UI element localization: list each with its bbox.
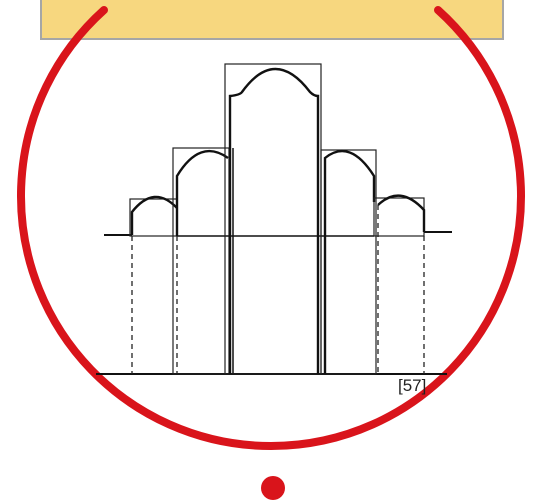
arch-right xyxy=(320,149,377,375)
arch-left xyxy=(172,147,234,375)
arch-far-right xyxy=(373,194,426,374)
spring-line xyxy=(104,231,452,237)
red-dot-icon[interactable] xyxy=(261,476,285,500)
top-banner xyxy=(40,0,504,40)
red-circle-frame xyxy=(17,6,525,451)
arch-far-left xyxy=(129,195,178,374)
figure-reference-label: [57] xyxy=(398,376,427,395)
arch-center xyxy=(224,63,322,375)
